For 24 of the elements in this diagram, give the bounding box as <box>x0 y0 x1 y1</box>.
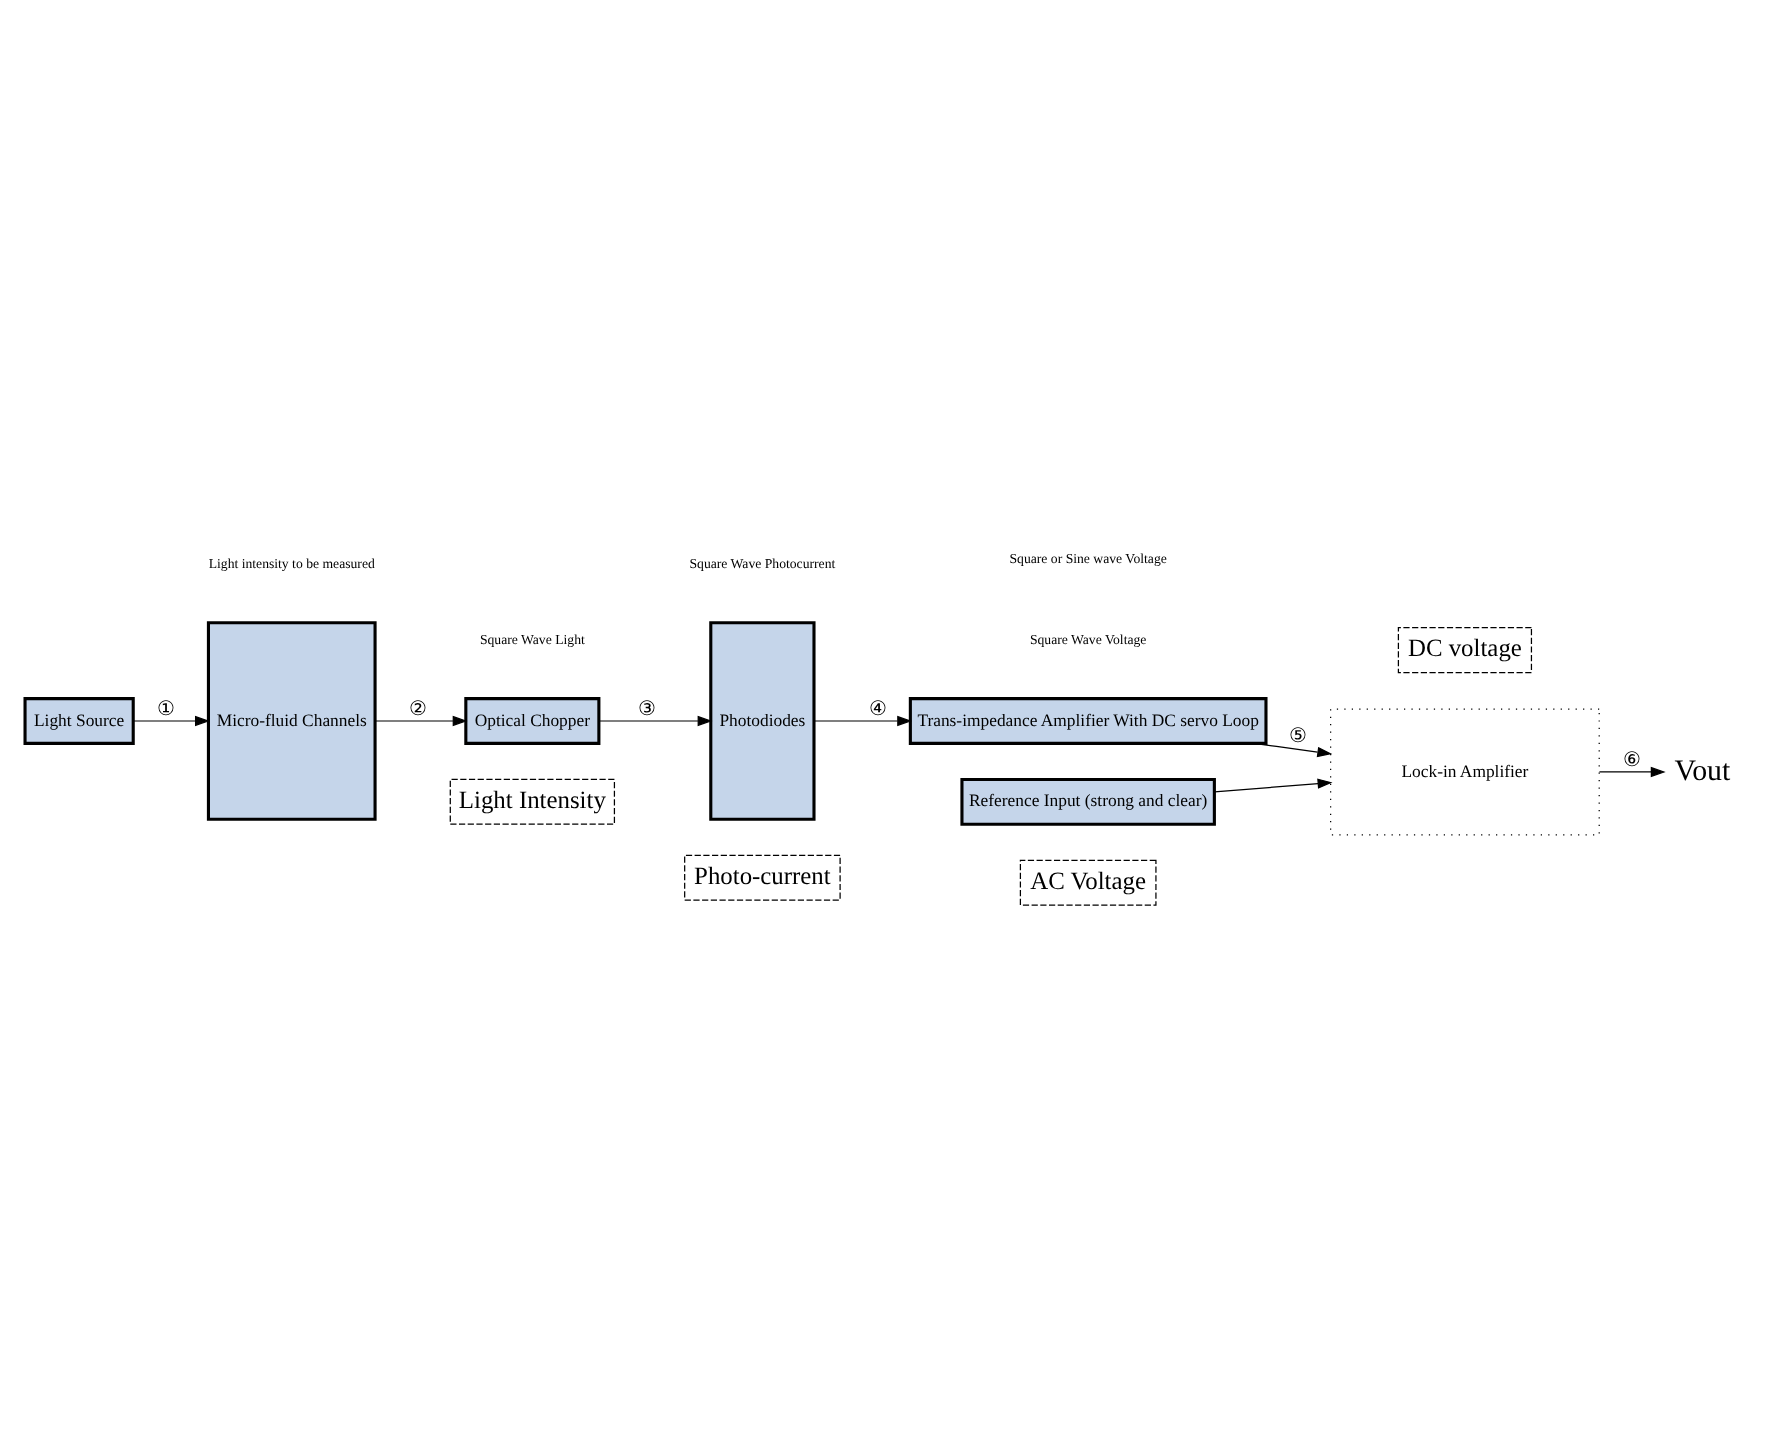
arrow <box>813 714 913 726</box>
node-box: Light Source <box>23 696 135 744</box>
node-box: DC voltage <box>1397 626 1533 673</box>
node-box: AC Voltage <box>1019 858 1157 905</box>
node-box: Micro-fluid Channels <box>206 620 377 820</box>
node-box: Photo-current <box>684 853 841 900</box>
node-box: Trans-impedance Amplifier With DC servo Loop <box>908 696 1268 744</box>
edge-label: ① <box>156 697 175 720</box>
edge-label: ④ <box>869 697 888 720</box>
node-text: Vout <box>1674 754 1731 787</box>
arrow <box>1213 777 1333 792</box>
arrow <box>1598 765 1666 777</box>
node-box: Photodiodes <box>709 620 816 820</box>
edge-label: ⑤ <box>1289 724 1308 747</box>
arrow <box>374 714 468 726</box>
edge-label: ③ <box>637 697 656 720</box>
node-box: Light Intensity <box>449 777 616 824</box>
node-box: Optical Chopper <box>464 696 601 744</box>
arrow <box>132 714 210 726</box>
edge-label: ⑥ <box>1622 748 1641 771</box>
node-box: Lock-in Amplifier <box>1330 707 1600 835</box>
arrow <box>598 714 713 726</box>
node-box: Reference Input (strong and clear) <box>960 776 1216 825</box>
edge-label: ② <box>408 697 427 720</box>
